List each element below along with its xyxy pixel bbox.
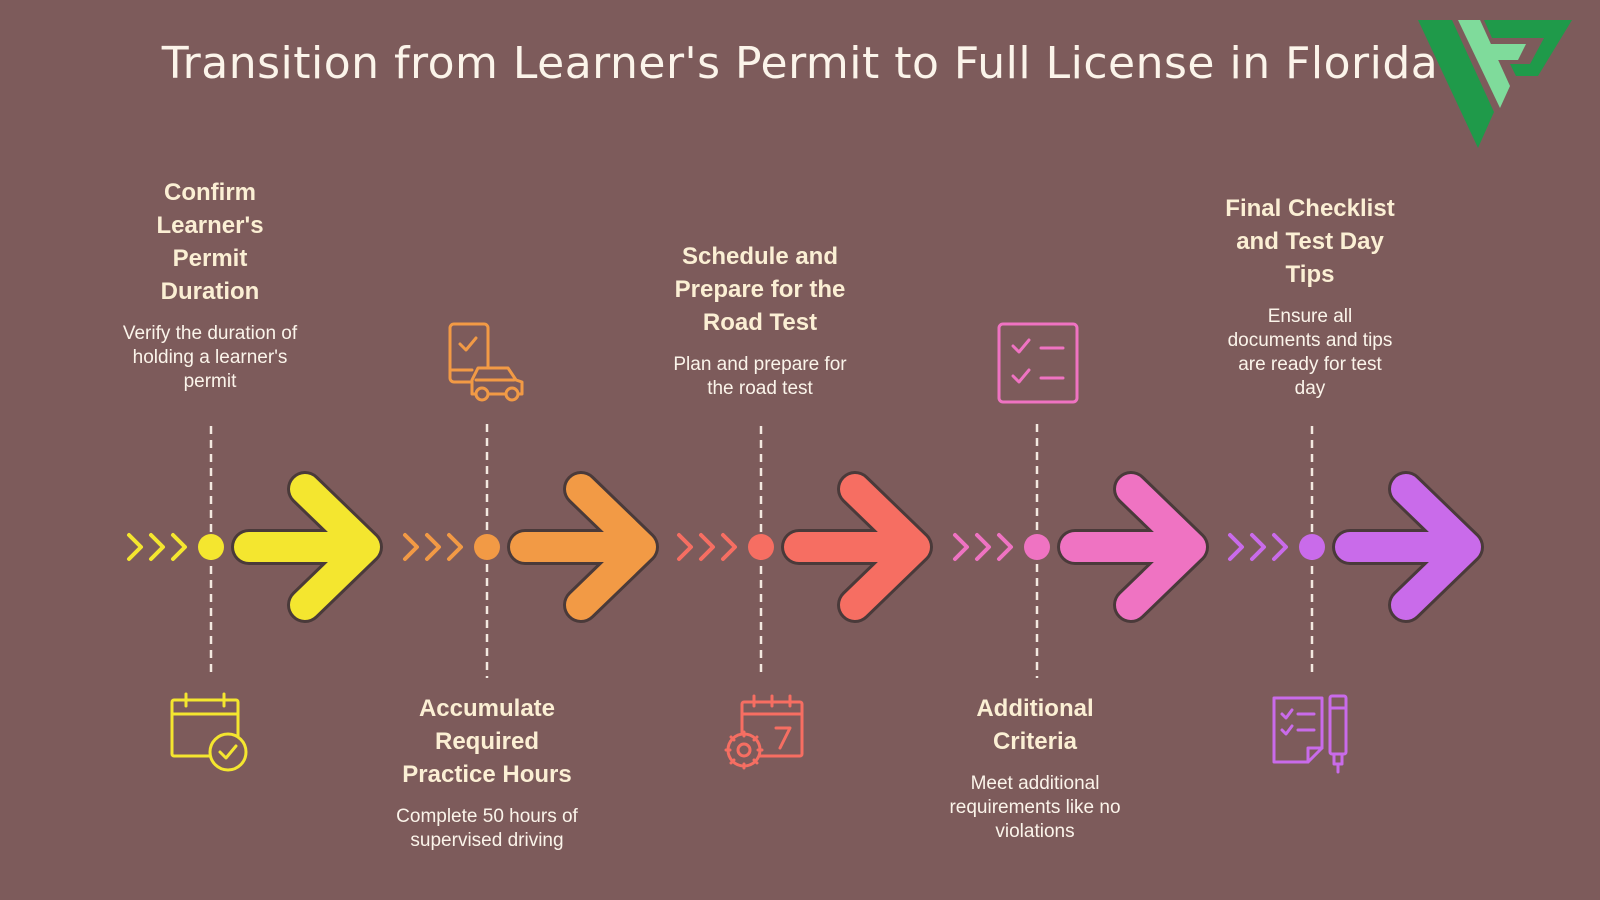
phone-car-icon: [448, 322, 524, 402]
checklist-icon: [997, 322, 1079, 404]
step-final-checklist: Final Checklist and Test Day Tips Ensure…: [1200, 192, 1420, 401]
chevron-icon: [447, 533, 463, 561]
step-heading: Final Checklist and Test Day Tips: [1225, 195, 1395, 288]
chevron-icon: [997, 533, 1013, 561]
chevron-icon: [171, 533, 187, 561]
chevron-icon: [425, 533, 441, 561]
step-heading: Schedule and Prepare for the Road Test: [674, 243, 846, 336]
step-road-test: Schedule and Prepare for the Road Test P…: [650, 240, 870, 401]
timeline-dot: [748, 534, 774, 560]
step-arrow-icon: [1332, 471, 1484, 623]
step-description: Plan and prepare for the road test: [673, 354, 847, 399]
step-heading: Accumulate Required Practice Hours: [402, 695, 572, 788]
step-description: Meet additional requirements like no vio…: [949, 773, 1121, 842]
step-description: Verify the duration of holding a learner…: [122, 323, 298, 392]
step-heading: Confirm Learner's Permit Duration: [156, 179, 264, 305]
chevron-icon: [1228, 533, 1244, 561]
step-arrow-icon: [781, 471, 933, 623]
step-confirm-permit: Confirm Learner's Permit Duration Verify…: [100, 176, 320, 394]
chevron-icon: [1250, 533, 1266, 561]
step-description: Ensure all documents and tips are ready …: [1227, 306, 1393, 399]
step-arrow-icon: [231, 471, 383, 623]
step-arrow-icon: [507, 471, 659, 623]
chevron-icon: [677, 533, 693, 561]
page-title: Transition from Learner's Permit to Full…: [161, 38, 1439, 89]
chevron-icon: [149, 533, 165, 561]
chevron-icon: [403, 533, 419, 561]
step-description: Complete 50 hours of supervised driving: [396, 806, 578, 851]
chevron-icon: [699, 533, 715, 561]
chevron-icon: [975, 533, 991, 561]
timeline-dot: [1299, 534, 1325, 560]
timeline-dot: [474, 534, 500, 560]
vp-logo-icon: [1418, 20, 1572, 148]
chevron-icon: [721, 533, 737, 561]
step-arrow-icon: [1057, 471, 1209, 623]
calendar-check-icon: [170, 692, 248, 772]
chevron-icon: [1272, 533, 1288, 561]
chevron-icon: [953, 533, 969, 561]
timeline-dot: [1024, 534, 1050, 560]
timeline-dot: [198, 534, 224, 560]
clipboard-pen-icon: [1272, 694, 1348, 774]
step-practice-hours: Accumulate Required Practice Hours Compl…: [377, 692, 597, 853]
step-heading: Additional Criteria: [976, 695, 1094, 755]
calendar-gear-icon: [724, 694, 804, 770]
chevron-icon: [127, 533, 143, 561]
step-additional-criteria: Additional Criteria Meet additional requ…: [925, 692, 1145, 844]
